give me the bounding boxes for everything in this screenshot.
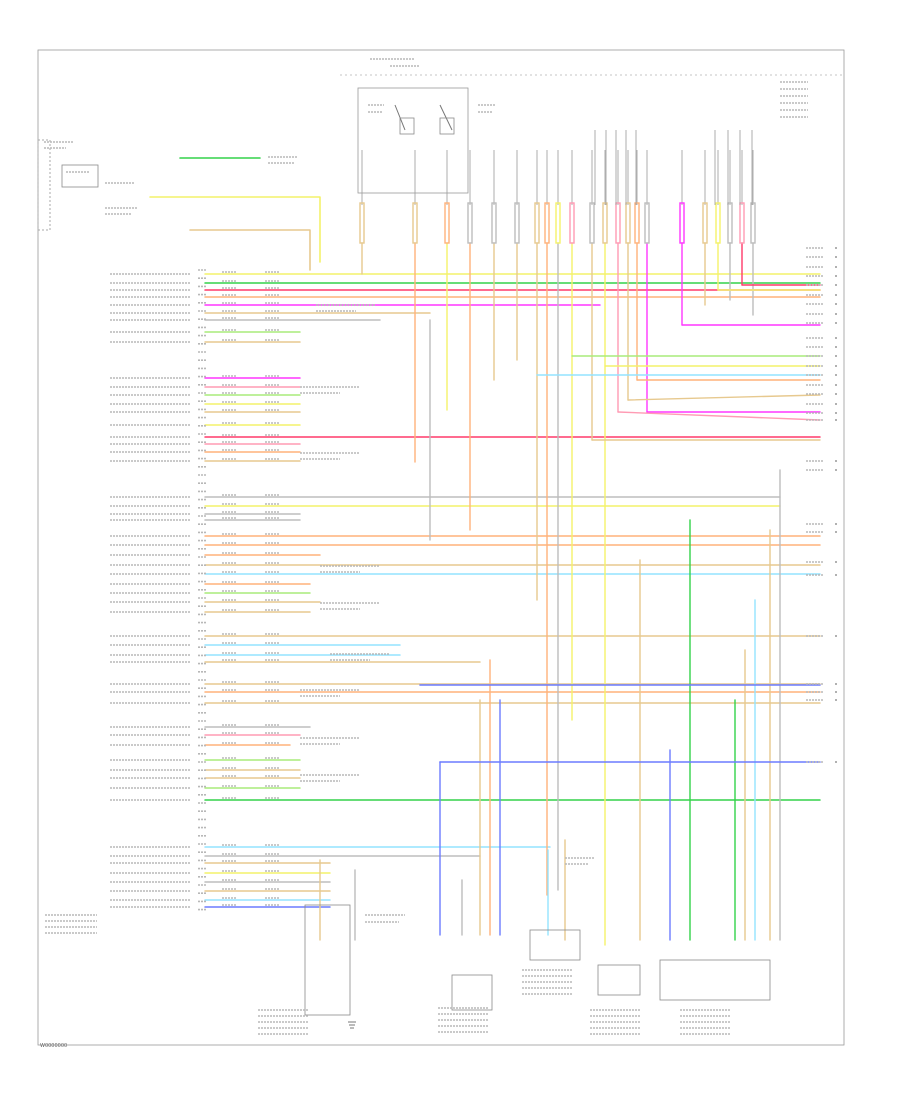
connector-pin (625, 202, 631, 244)
connector-icon (835, 275, 837, 277)
label-layer (44, 58, 824, 1035)
connector-icon (835, 393, 837, 395)
connector-pin (602, 202, 608, 244)
connector-pin (727, 202, 733, 244)
connector-icon (835, 419, 837, 421)
relay-coil (399, 117, 415, 135)
sensor-component (451, 974, 493, 1011)
connector-icon (835, 699, 837, 701)
connector-pin (412, 202, 418, 244)
connector-pin (359, 202, 365, 244)
connector-icon (835, 247, 837, 249)
connector-pin (715, 202, 721, 244)
diagram-code-label: W0000000 (40, 1043, 67, 1049)
relay-switch-symbol (394, 104, 453, 131)
connector-icon (835, 346, 837, 348)
relay-coil (439, 117, 455, 135)
connector-pin (569, 202, 575, 244)
connector-pin (444, 202, 450, 244)
connector-pin (644, 202, 650, 244)
connector-icon (835, 303, 837, 305)
connector-icon (835, 313, 837, 315)
tan-wire (189, 229, 311, 271)
component-layer (61, 87, 837, 1029)
connector-pin (555, 202, 561, 244)
connector-icon (835, 412, 837, 414)
connector-icon (835, 284, 837, 286)
connector-pin (739, 202, 745, 244)
module-edge (37, 139, 51, 231)
connector-icon (835, 294, 837, 296)
connector-icon (835, 374, 837, 376)
connector-icon (835, 337, 837, 339)
connector-icon (835, 460, 837, 462)
connector-icon (835, 531, 837, 533)
connector-icon (835, 574, 837, 576)
sensor-component (659, 959, 771, 1001)
connector-pin (750, 202, 756, 244)
connector-icon (835, 365, 837, 367)
harness-wire (617, 411, 821, 421)
connector-icon (835, 384, 837, 386)
sensor-component (597, 964, 641, 996)
connector-icon (835, 761, 837, 763)
connector-pin (615, 202, 621, 244)
connector-pin (589, 202, 595, 244)
ground-icon (348, 1021, 356, 1029)
diagram-border (37, 49, 845, 1046)
harness-wire (627, 394, 821, 401)
connector-icon (835, 691, 837, 693)
connector-icon (835, 322, 837, 324)
sensor-component (529, 929, 581, 961)
sensor-component (304, 904, 351, 1016)
connector-pin (491, 202, 497, 244)
connector-icon (835, 403, 837, 405)
connector-icon (835, 355, 837, 357)
connector-pin (634, 202, 640, 244)
connector-icon (835, 561, 837, 563)
connector-icon (835, 266, 837, 268)
connector-pin (514, 202, 520, 244)
relay-box (357, 87, 469, 194)
wire-layer (149, 157, 821, 946)
connector-icon (835, 683, 837, 685)
connector-icon (835, 635, 837, 637)
yellow-wire (149, 196, 321, 263)
connector-pin (702, 202, 708, 244)
connector-icon (835, 523, 837, 525)
connector-icon (835, 256, 837, 258)
connector-pin (544, 202, 550, 244)
connector-icon (835, 469, 837, 471)
connector-pin (679, 202, 685, 244)
ignition-switch-box (61, 164, 99, 188)
connector-pin (467, 202, 473, 244)
connector-pin (534, 202, 540, 244)
diagram-frame (37, 49, 845, 1046)
